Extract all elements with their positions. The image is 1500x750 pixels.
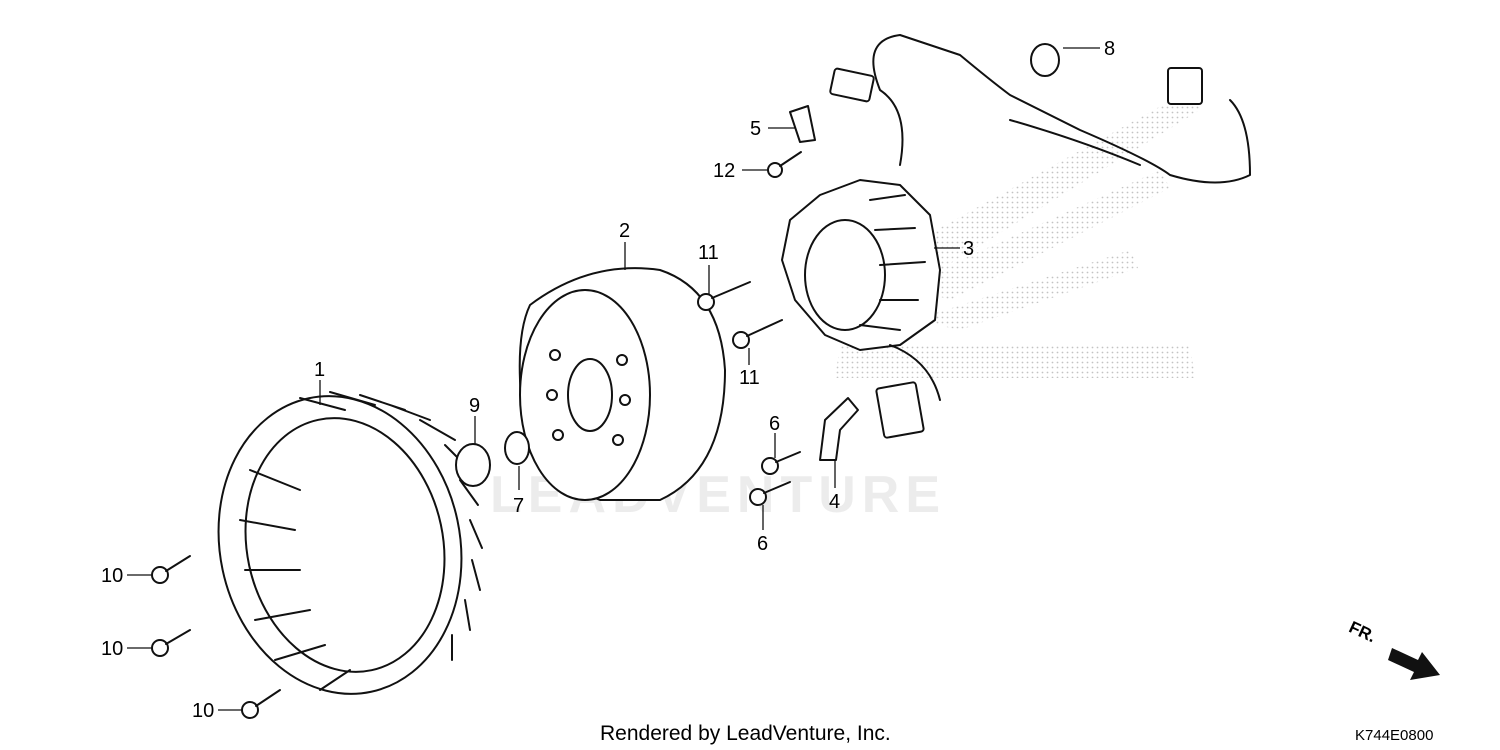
callout-12: 12 [713,160,735,182]
callout-4: 4 [829,491,840,513]
bolt-10c[interactable] [241,689,281,719]
bolt-12[interactable] [767,151,802,178]
stator[interactable] [781,179,941,351]
honda-logo-watermark [835,90,1200,378]
callout-10b: 10 [101,638,123,660]
footer-attribution: Rendered by LeadVenture, Inc. [600,722,891,745]
callout-1: 1 [314,359,325,381]
leader-lines [127,47,1100,711]
wire-harness [829,34,1251,439]
bolt-11a[interactable] [697,281,751,311]
cooling-fan[interactable] [191,373,488,716]
bolt-6a[interactable] [761,451,801,475]
callout-10a: 10 [101,565,123,587]
callout-6a: 6 [769,413,780,435]
wire-clamp-bracket[interactable] [819,397,859,461]
flange-nut[interactable] [455,443,491,487]
callout-3: 3 [963,238,974,260]
bolt-10b[interactable] [151,629,191,657]
bolt-6b[interactable] [749,481,791,506]
callout-2: 2 [619,220,630,242]
callout-7: 7 [513,495,524,517]
diagram-code: K744E0800 [1355,727,1433,744]
front-direction-arrow: FR. [1346,617,1440,680]
bolt-10a[interactable] [151,555,191,584]
callout-11a: 11 [698,242,719,264]
flywheel[interactable] [518,267,726,501]
wire-clip[interactable] [1030,43,1060,77]
callout-11b: 11 [739,367,760,389]
callout-8: 8 [1104,38,1115,60]
cable-guide[interactable] [789,105,816,143]
callout-6b: 6 [757,533,768,555]
callout-9: 9 [469,395,480,417]
callout-5: 5 [750,118,761,140]
front-direction-label: FR. [1346,617,1379,646]
callout-10c: 10 [192,700,214,722]
bolt-11b[interactable] [732,319,783,349]
washer[interactable] [504,431,530,465]
arrow-icon [1388,648,1440,680]
